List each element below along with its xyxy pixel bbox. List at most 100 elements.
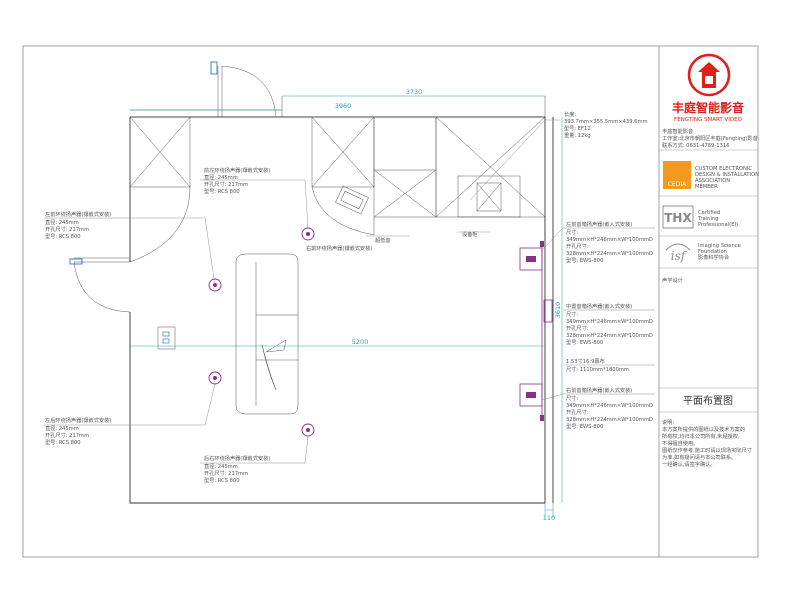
annotation-rear-left: 左后环绕扬声器(镶嵌式安装) 直径: 245mm 开孔尺寸: 217mm 型号:… (45, 416, 111, 446)
sofa (235, 253, 299, 415)
door-left (69, 186, 191, 313)
annotation-right-surround: 右前环绕扬声器(镶嵌式安装) (306, 244, 372, 252)
svg-text:开孔尺寸: 217mm: 开孔尺寸: 217mm (45, 225, 89, 233)
armchair (335, 185, 369, 215)
room-walls (129, 96, 554, 504)
svg-text:前左环绕扬声器(镶嵌式安装): 前左环绕扬声器(镶嵌式安装) (204, 166, 270, 174)
cedia-logo-icon: CEDIA (663, 161, 691, 189)
wall-speaker-front-1 (519, 247, 543, 271)
notes-line-6: 为准,如有疑问请与本公司联系。 (662, 453, 736, 461)
svg-text:尺寸:: 尺寸: (566, 310, 578, 318)
svg-text:型号: RCS 800: 型号: RCS 800 (204, 476, 240, 484)
corner-arc (311, 186, 375, 236)
svg-text:393.7mm×355.5mm×439.6mm: 393.7mm×355.5mm×439.6mm (564, 119, 648, 125)
svg-text:开孔尺寸:: 开孔尺寸: (566, 242, 589, 250)
svg-text:左前环绕扬声器(镶嵌式安装): 左前环绕扬声器(镶嵌式安装) (45, 210, 111, 218)
contact-line-3: 联系方式: 0631-4789-1316 (662, 141, 730, 149)
svg-text:直径: 245mm: 直径: 245mm (45, 424, 79, 432)
svg-text:右前环绕扬声器(镶嵌式安装): 右前环绕扬声器(镶嵌式安装) (306, 244, 372, 252)
cabinet-mid (311, 116, 437, 218)
thx-logo-icon: THX (662, 205, 694, 229)
cedia-badge-text: CEDIA (668, 181, 687, 188)
notes-line-5: 图纸仅作参考,施工时请以现场实际尺寸 (662, 446, 752, 454)
notes-line-7: 一经确认,请签字确认。 (662, 460, 716, 468)
notes-line-2: 本方案所提供的图纸以及技术方案的 (662, 425, 745, 433)
svg-text:尺寸:: 尺寸: (566, 394, 578, 402)
footnote: 声学设计 (662, 276, 683, 284)
dim-wall-thickness: 110 (543, 514, 555, 522)
svg-text:直径: 245mm: 直径: 245mm (204, 173, 238, 181)
wall-speaker-center (543, 299, 553, 323)
thx-desc-2: Training (697, 216, 718, 222)
svg-text:后右环绕扬声器(镶嵌式安装): 后右环绕扬声器(镶嵌式安装) (204, 454, 270, 462)
cedia-desc-3: ASSOCIATION (695, 178, 730, 184)
svg-text:开孔尺寸: 217mm: 开孔尺寸: 217mm (204, 180, 248, 188)
svg-text:尺寸:: 尺寸: (566, 228, 578, 236)
svg-text:直径: 245mm: 直径: 245mm (45, 218, 79, 226)
isf-logo-icon: isf (665, 243, 691, 263)
dim-room-depth: 3610 (554, 302, 562, 319)
dim-left-segment: 3960 (335, 102, 352, 110)
thx-badge-text: THX (664, 211, 692, 225)
door-top (210, 61, 277, 118)
speaker-rear-left (208, 371, 222, 385)
side-table (157, 326, 176, 350)
annotation-equipment: 设备柜 (462, 230, 478, 238)
dimension-lines (130, 95, 563, 518)
annotation-front-speaker-1: 左前音箱扬声器(嵌入式安装) 尺寸: 349mm×H*246mm×W*100mm… (566, 220, 653, 264)
notes-line-4: 不得擅自使用。 (662, 439, 698, 447)
leader-lines (44, 119, 655, 464)
svg-text:开孔尺寸:: 开孔尺寸: (566, 408, 589, 416)
svg-text:型号: RCS 800: 型号: RCS 800 (204, 187, 240, 195)
svg-text:开孔尺寸:: 开孔尺寸: (566, 324, 589, 332)
svg-text:型号: EF12: 型号: EF12 (564, 124, 591, 132)
isf-desc-1: Imaging Science (698, 243, 741, 249)
isf-desc-2: Foundation (698, 249, 727, 255)
company-name-cn: 丰庭智能影音 (672, 100, 744, 115)
annotation-left-surround: 左前环绕扬声器(镶嵌式安装) 直径: 245mm 开孔尺寸: 217mm 型号:… (45, 210, 111, 240)
cabinet-right (435, 116, 546, 218)
svg-text:型号: EWS-800: 型号: EWS-800 (566, 422, 603, 430)
svg-text:328mm×H*224mm×W*100mmD: 328mm×H*224mm×W*100mmD (566, 333, 653, 339)
svg-text:重量: 12kg: 重量: 12kg (564, 131, 591, 139)
isf-desc-3: 影像科学协会 (698, 253, 729, 261)
speaker-front-left (301, 227, 315, 241)
isf-badge-text: isf (671, 249, 688, 263)
svg-text:开孔尺寸: 217mm: 开孔尺寸: 217mm (45, 431, 89, 439)
plan-title: 平面布置图 (683, 395, 733, 407)
dim-top-width: 3730 (406, 88, 423, 96)
svg-text:尺寸: 1110mm*1800mm: 尺寸: 1110mm*1800mm (566, 365, 629, 373)
annotation-rear-right: 后右环绕扬声器(镶嵌式安装) 直径: 245mm 开孔尺寸: 217mm 型号:… (204, 454, 270, 484)
svg-text:1.53寸16:9幕布: 1.53寸16:9幕布 (566, 357, 605, 365)
annotation-front-speaker-2: 右前音箱扬声器(嵌入式安装) 尺寸: 349mm×H*246mm×W*100mm… (566, 386, 653, 430)
contact-line-1: 丰庭智能影音 (662, 127, 693, 135)
annotation-front-left: 前左环绕扬声器(镶嵌式安装) 直径: 245mm 开孔尺寸: 217mm 型号:… (204, 166, 270, 195)
wall-speaker-front-2 (519, 383, 543, 407)
svg-text:直径: 245mm: 直径: 245mm (204, 462, 238, 470)
contact-line-2: 工作室:北京市朝阳区丰庭(Fengting)影音 (662, 134, 758, 142)
drawing-border (22, 45, 759, 558)
annotation-screen: 1.53寸16:9幕布 尺寸: 1110mm*1800mm (566, 357, 629, 373)
notes-line-1: 说明: (662, 418, 674, 426)
speaker-rear-right (301, 423, 315, 437)
company-name-en: FENGTING SMART VIDEO (674, 117, 743, 123)
thx-desc-3: Professional(EI) (698, 222, 738, 228)
screen-line (540, 241, 544, 421)
svg-text:型号: RCS 800: 型号: RCS 800 (45, 232, 81, 240)
thx-desc-1: Certified (698, 210, 720, 216)
svg-text:349mm×H*246mm×W*100mmD: 349mm×H*246mm×W*100mmD (566, 403, 653, 409)
svg-text:328mm×H*224mm×W*100mmD: 328mm×H*224mm×W*100mmD (566, 251, 653, 257)
annotation-subwoofer: 超低音 (375, 236, 391, 244)
svg-text:左前音箱扬声器(嵌入式安装): 左前音箱扬声器(嵌入式安装) (566, 220, 632, 228)
svg-text:型号: RCS 800: 型号: RCS 800 (45, 438, 81, 446)
svg-text:左后环绕扬声器(镶嵌式安装): 左后环绕扬声器(镶嵌式安装) (45, 416, 111, 424)
annotation-center-speaker: 中置音箱扬声器(嵌入式安装) 尺寸: 349mm×H*246mm×W*100mm… (566, 302, 653, 346)
cedia-desc-1: CUSTOM ELECTRONIC (695, 166, 752, 172)
svg-text:中置音箱扬声器(嵌入式安装): 中置音箱扬声器(嵌入式安装) (566, 302, 632, 310)
notes-line-3: 所有权,均归本公司所有,未经授权, (662, 432, 740, 440)
fengting-logo-icon (687, 53, 731, 97)
svg-text:型号: EWS-800: 型号: EWS-800 (566, 256, 603, 264)
svg-text:长度:: 长度: (564, 110, 576, 118)
svg-text:328mm×H*224mm×W*100mmD: 328mm×H*224mm×W*100mmD (566, 417, 653, 423)
